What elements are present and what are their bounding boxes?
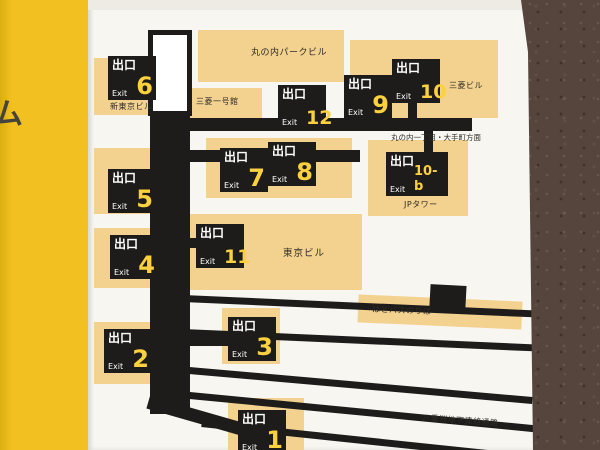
passage-stub-exit10b — [424, 131, 433, 157]
exit-sign-text: 出口 Exit — [108, 332, 132, 371]
exit-number: 7 — [248, 164, 265, 193]
exit-en-label: Exit — [282, 118, 298, 127]
label-mitsubishi-building: 三菱ビル — [449, 81, 483, 90]
exit-number: 4 — [138, 251, 155, 280]
passage-marunouchi-horizontal — [188, 118, 472, 131]
exit-jp-label: 出口 — [112, 171, 137, 185]
exit-sign-11: 出口 Exit 11 — [196, 224, 250, 268]
exit-jp-label: 出口 — [224, 150, 249, 164]
exit-sign-text: 出口 Exit — [390, 155, 414, 194]
exit-number: 9 — [372, 91, 389, 120]
exit-en-label: Exit — [242, 443, 258, 450]
exit-jp-label: 出口 — [282, 87, 307, 101]
exit-jp-label: 出口 — [396, 61, 421, 75]
exit-sign-text: 出口 Exit — [114, 238, 138, 277]
sign-top-edge — [88, 0, 524, 10]
sign-frame: ム — [0, 0, 88, 450]
exit-sign-3: 出口 Exit 3 — [228, 317, 276, 361]
exit-jp-label: 出口 — [112, 58, 137, 72]
exit-sign-8: 出口 Exit 8 — [268, 142, 316, 186]
exit-sign-9: 出口 Exit 9 — [344, 75, 392, 119]
exit-jp-label: 出口 — [114, 237, 139, 251]
label-jp-tower: JPタワー — [404, 200, 438, 209]
exit-en-label: Exit — [114, 268, 130, 277]
exit-sign-text: 出口 Exit — [200, 227, 224, 266]
passage-stub-exit3 — [188, 336, 232, 346]
exit-sign-text: 出口 Exit — [242, 413, 266, 450]
exit-sign-10: 出口 Exit 10 — [392, 59, 446, 103]
exit-jp-label: 出口 — [242, 412, 267, 426]
exit-jp-label: 出口 — [390, 154, 415, 168]
exit-sign-12: 出口 Exit 12 — [278, 85, 332, 129]
building-marunouchi-park — [198, 30, 344, 82]
exit-number: 12 — [306, 106, 333, 129]
exit-sign-text: 出口 Exit — [272, 145, 296, 184]
exit-number: 5 — [136, 185, 153, 214]
exit-en-label: Exit — [232, 350, 248, 359]
exit-sign-text: 出口 Exit — [348, 78, 372, 117]
exit-en-label: Exit — [224, 181, 240, 190]
exit-jp-label: 出口 — [232, 319, 257, 333]
exit-sign-text: 出口 Exit — [232, 320, 256, 359]
exit-number: 2 — [132, 345, 149, 374]
label-tokyo-building: 東京ビル — [283, 248, 326, 259]
frame-partial-text: ム — [0, 97, 23, 132]
exit-jp-label: 出口 — [200, 226, 225, 240]
exit-sign-text: 出口 Exit — [112, 59, 136, 98]
exit-number: 6 — [136, 72, 153, 101]
label-shin-tokyo-building: 新東京ビル — [110, 102, 153, 111]
structure-block — [429, 284, 467, 308]
exit-en-label: Exit — [112, 202, 128, 211]
exit-sign-text: 出口 Exit — [396, 62, 420, 101]
exit-jp-label: 出口 — [348, 77, 373, 91]
exit-en-label: Exit — [112, 89, 128, 98]
exit-en-label: Exit — [108, 362, 124, 371]
exit-number: 10-b — [414, 164, 438, 194]
exit-en-label: Exit — [348, 108, 364, 117]
exit-sign-text: 出口 Exit — [224, 151, 248, 190]
label-marunouchi-park: 丸の内パークビル — [251, 48, 328, 58]
exit-number: 10 — [420, 80, 447, 103]
exit-sign-10b: 出口 Exit 10-b — [386, 152, 448, 196]
building-mitsubishi-ichigokan — [190, 88, 262, 118]
exit-number: 3 — [256, 333, 273, 362]
exit-sign-text: 出口 Exit — [112, 172, 136, 211]
exit-en-label: Exit — [390, 185, 406, 194]
exit-sign-5: 出口 Exit 5 — [108, 169, 156, 213]
exit-en-label: Exit — [272, 175, 288, 184]
exit-jp-label: 出口 — [272, 144, 297, 158]
exit-sign-4: 出口 Exit 4 — [110, 235, 158, 279]
label-mitsubishi-ichigokan: 三菱一号館 — [196, 97, 239, 106]
exit-sign-7: 出口 Exit 7 — [220, 148, 268, 192]
exit-sign-1: 出口 Exit 1 — [238, 410, 286, 450]
exit-jp-label: 出口 — [108, 331, 133, 345]
exit-en-label: Exit — [396, 92, 412, 101]
exit-number: 11 — [224, 245, 251, 268]
exit-number: 1 — [266, 426, 283, 450]
exit-sign-6: 出口 Exit 6 — [108, 56, 156, 100]
exit-number: 8 — [296, 158, 313, 187]
passage-stub-exit10 — [408, 97, 417, 121]
exit-en-label: Exit — [200, 257, 216, 266]
exit-sign-2: 出口 Exit 2 — [104, 329, 152, 373]
exit-sign-text: 出口 Exit — [282, 88, 306, 127]
label-direction-otemachi: 丸の内一丁目・大手町方面 — [391, 133, 481, 142]
